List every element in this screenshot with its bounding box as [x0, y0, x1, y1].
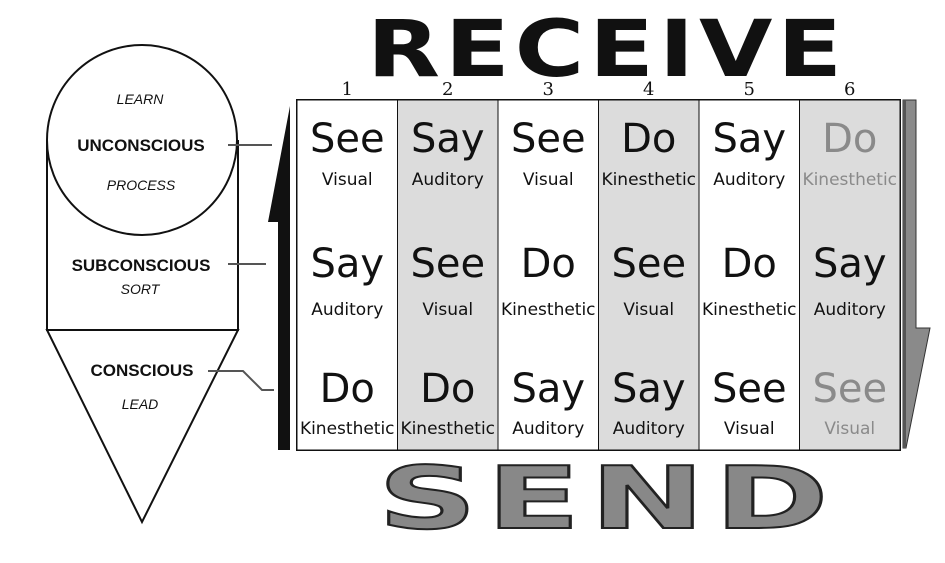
cell-action-word: Do	[822, 116, 877, 162]
unconscious-circle	[46, 44, 238, 236]
cell-mode-label: Visual	[724, 419, 775, 439]
cell-action-word: Say	[310, 241, 384, 287]
cell-action-word: Say	[511, 366, 585, 412]
cell-action-word: Do	[420, 366, 475, 412]
learn-label: LEARN	[117, 91, 165, 107]
cell-mode-label: Kinesthetic	[802, 170, 897, 190]
column-background	[397, 99, 499, 451]
up-arrow-icon	[268, 106, 290, 450]
cell-mode-label: Auditory	[512, 419, 584, 439]
cell-action-word: See	[611, 241, 686, 287]
cell-mode-label: Visual	[322, 170, 373, 190]
send-title: SEND	[378, 449, 838, 549]
cell-mode-label: Auditory	[613, 419, 685, 439]
cell-mode-label: Kinesthetic	[501, 300, 596, 320]
cell-mode-label: Visual	[422, 300, 473, 320]
column-number: 3	[543, 79, 554, 100]
cell-action-word: Say	[612, 366, 686, 412]
cell-action-word: Do	[621, 116, 676, 162]
column-number: 6	[844, 79, 855, 100]
cell-action-word: Do	[521, 241, 576, 287]
cell-action-word: See	[712, 366, 787, 412]
connectors	[208, 144, 274, 391]
cell-mode-label: Visual	[824, 419, 875, 439]
down-arrow-icon	[902, 99, 931, 449]
cell-action-word: See	[812, 366, 887, 412]
cell-mode-label: Auditory	[713, 170, 785, 190]
column-background	[598, 99, 700, 451]
unconscious-label: UNCONSCIOUS	[77, 136, 205, 155]
column-number: 2	[442, 79, 453, 100]
sequence-grid: 1SeeVisualSayAuditoryDoKinesthetic2SayAu…	[296, 79, 901, 451]
cell-action-word: Say	[411, 116, 485, 162]
cell-mode-label: Auditory	[412, 170, 484, 190]
subconscious-label: SUBCONSCIOUS	[72, 256, 211, 275]
cell-mode-label: Auditory	[814, 300, 886, 320]
cell-mode-label: Kinesthetic	[400, 419, 495, 439]
cell-action-word: Do	[320, 366, 375, 412]
sort-label: SORT	[121, 281, 161, 297]
conscious-label: CONSCIOUS	[91, 361, 194, 380]
cell-mode-label: Kinesthetic	[702, 300, 797, 320]
column-number: 1	[342, 79, 353, 100]
cell-action-word: Say	[712, 116, 786, 162]
conscious-triangle	[45, 329, 240, 525]
cell-mode-label: Auditory	[311, 300, 383, 320]
cell-action-word: See	[410, 241, 485, 287]
column-background	[698, 99, 800, 451]
cell-mode-label: Visual	[623, 300, 674, 320]
cell-action-word: Say	[813, 241, 887, 287]
process-label: PROCESS	[107, 177, 176, 193]
cell-action-word: See	[511, 116, 586, 162]
consciousness-figure	[45, 44, 240, 525]
column-number: 4	[643, 79, 654, 100]
receive-title: RECEIVE	[367, 5, 847, 95]
column-background	[497, 99, 599, 451]
lead-label: LEAD	[122, 396, 159, 412]
column-number: 5	[744, 79, 755, 100]
cell-mode-label: Visual	[523, 170, 574, 190]
column-background	[799, 99, 901, 451]
cell-action-word: Do	[722, 241, 777, 287]
connector-conscious	[208, 370, 274, 391]
cell-mode-label: Kinesthetic	[601, 170, 696, 190]
cell-action-word: See	[310, 116, 385, 162]
cell-mode-label: Kinesthetic	[300, 419, 395, 439]
